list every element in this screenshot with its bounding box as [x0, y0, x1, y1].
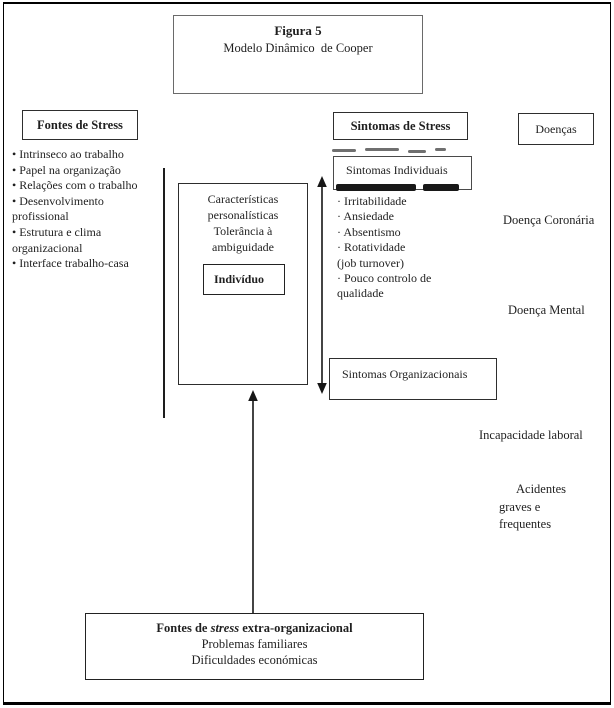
list-line: · Pouco controlo de: [337, 271, 432, 286]
artifact-mark: [435, 148, 446, 151]
figure-caption-box: Figura 5 Modelo Dinâmico de Cooper: [173, 15, 423, 94]
doenca-coronaria-label: Doença Coronária: [503, 213, 595, 227]
artifact-mark: [423, 184, 459, 191]
artifact-mark: [408, 150, 426, 153]
list-line: • Relações com o trabalho: [12, 178, 138, 193]
title-prefix: Fontes de: [156, 621, 211, 635]
doenca-mental-label: Doença Mental: [508, 303, 585, 317]
list-line: · Rotatividade: [337, 240, 406, 255]
list-line: • Intrinseco ao trabalho: [12, 147, 124, 161]
sintomas-individuais-list: · Irritabilidade· Ansiedade· Absentismo·…: [337, 194, 467, 302]
left-connector-line: [163, 168, 165, 418]
figure-title: Modelo Dinâmico de Cooper: [223, 41, 373, 55]
extra-box-line3: Dificuldades económicas: [191, 653, 318, 667]
list-line: • Papel na organização: [12, 162, 121, 177]
obscured-text-artifact-top: [332, 146, 472, 154]
fontes-de-stress-header-box: Fontes de Stress: [22, 110, 138, 140]
list-line: ambiguidade: [212, 240, 274, 254]
artifact-mark: [365, 148, 399, 151]
list-line: organizacional: [12, 240, 83, 255]
individuo-label-box: Indivíduo: [203, 264, 285, 295]
artifact-mark: [336, 184, 416, 191]
list-line: Características: [207, 192, 279, 206]
acidentes-label: Acidentes graves e frequentes: [499, 481, 583, 534]
list-line: qualidade: [337, 286, 384, 301]
obscured-text-artifact-strike: [336, 184, 466, 193]
list-line: personalísticas: [207, 208, 279, 222]
list-line: · Ansiedade: [337, 209, 394, 224]
sintomas-organizacionais-box: Sintomas Organizacionais: [329, 358, 497, 400]
list-line: frequentes: [499, 517, 552, 531]
title-italic-word: stress: [210, 621, 240, 635]
list-line: • Desenvolvimento: [12, 193, 104, 208]
figure-number: Figura 5: [274, 23, 322, 38]
fontes-extra-organizacional-box: Fontes de stress extra-organizacional Pr…: [85, 613, 424, 680]
up-arrow: [248, 390, 258, 614]
extra-box-title: Fontes de stress extra-organizacional: [86, 620, 423, 636]
list-line: Acidentes: [516, 482, 566, 496]
fontes-de-stress-list: • Intrinseco ao trabalho• Papel na organ…: [12, 147, 166, 272]
extra-box-line2: Problemas familiares: [201, 637, 308, 651]
double-arrow-vertical: [317, 176, 327, 394]
list-line: · Irritabilidade: [337, 194, 407, 208]
list-line: Tolerância à: [213, 224, 273, 238]
list-line: (job turnover): [337, 255, 404, 270]
incapacidade-laboral-label: Incapacidade laboral: [479, 428, 583, 442]
title-suffix: extra-organizacional: [239, 621, 353, 635]
list-line: · Absentismo: [337, 224, 401, 239]
artifact-mark: [332, 149, 356, 152]
list-line: • Interface trabalho-casa: [12, 256, 129, 271]
sintomas-de-stress-header-box: Sintomas de Stress: [333, 112, 468, 140]
list-line: profissional: [12, 209, 69, 224]
list-line: graves e: [499, 499, 541, 514]
list-line: • Estrutura e clima: [12, 224, 102, 239]
doencas-header-box: Doenças: [518, 113, 594, 145]
